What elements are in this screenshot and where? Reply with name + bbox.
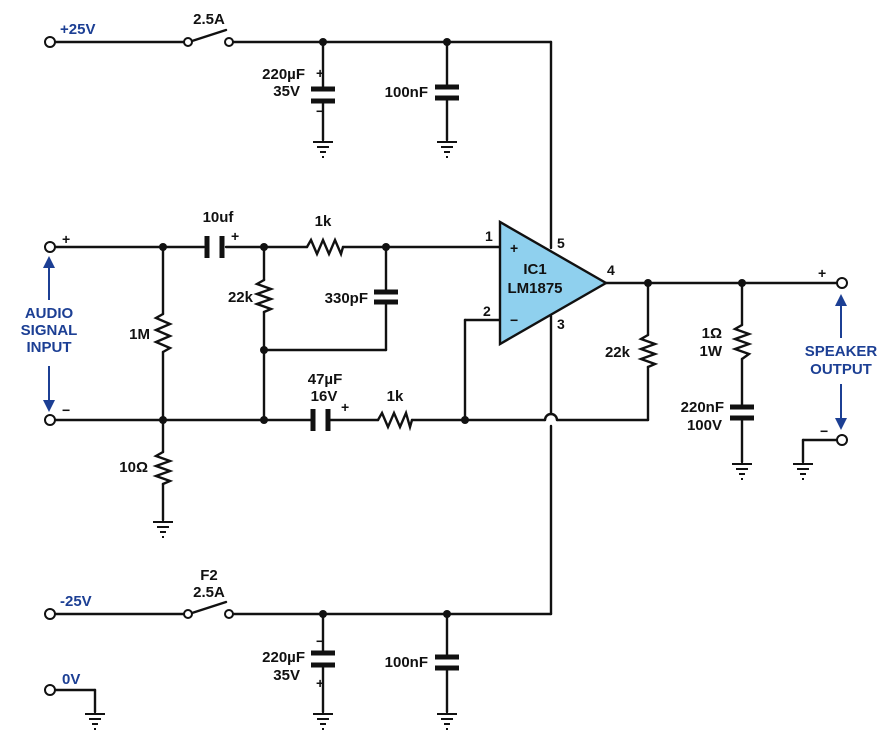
ground-icon (437, 141, 457, 158)
output-label-line1: SPEAKER (805, 343, 878, 360)
output-label-line2: OUTPUT (810, 361, 872, 378)
pin-4-label: 4 (607, 262, 615, 278)
speaker-minus-terminal (836, 434, 848, 446)
ground-icon (437, 713, 457, 730)
fb-cap-value: 47µF (308, 371, 343, 388)
pos-bypass-value: 100nF (385, 84, 428, 101)
pos-bulk-value: 220µF (262, 66, 305, 83)
neg-bulk-plus: + (316, 675, 324, 691)
neg-rail-terminal (44, 608, 56, 620)
ground-icon (153, 521, 173, 538)
ground-icon (793, 463, 813, 480)
neg-rail-label: -25V (60, 593, 92, 610)
output-minus-sign: − (820, 423, 828, 439)
zobel-cap-value: 220nF (681, 399, 724, 416)
input-label-line2: SIGNAL (21, 322, 78, 339)
zobel-res-value: 1Ω (702, 325, 722, 342)
input-minus-terminal (44, 414, 56, 426)
speaker-plus-terminal (836, 277, 848, 289)
pin-1-label: 1 (485, 228, 493, 244)
bias-res-value: 22k (228, 289, 254, 306)
neg-bulk-value: 220µF (262, 649, 305, 666)
neg-bulk-minus: − (316, 633, 324, 649)
labels: +25V 2.5A 220µF 35V + − 100nF 10uf + 1k … (60, 11, 724, 691)
ground-label: 0V (62, 671, 80, 688)
ground-res-value: 10Ω (119, 459, 148, 476)
ic-pins: 1 2 3 4 5 (483, 228, 615, 332)
feedback-res-value: 22k (605, 344, 631, 361)
shunt-res-value: 1M (129, 326, 150, 343)
grounds (85, 141, 813, 730)
ic1-amplifier: IC1 LM1875 + − (498, 219, 609, 347)
capacitors (204, 84, 754, 671)
neg-bulk-voltage: 35V (273, 667, 300, 684)
ground-terminal (44, 684, 56, 696)
fuse-1 (183, 28, 234, 47)
ic-plus-sign: + (510, 240, 518, 256)
ground-icon (313, 141, 333, 158)
input-res-value: 1k (315, 213, 332, 230)
pos-bulk-plus: + (316, 65, 324, 81)
input-cap-plus: + (231, 228, 239, 244)
ground-icon (313, 713, 333, 730)
input-label: + − AUDIO SIGNAL INPUT (21, 231, 78, 418)
fuse1-rating: 2.5A (193, 11, 225, 28)
ic-name: IC1 (523, 261, 546, 278)
neg-bypass-value: 100nF (385, 654, 428, 671)
pos-rail-label: +25V (60, 21, 95, 38)
wires (52, 40, 840, 714)
ground-icon (732, 463, 752, 480)
pos-rail-terminal (44, 36, 56, 48)
input-label-line1: AUDIO (25, 305, 74, 322)
output-plus-sign: + (818, 265, 826, 281)
fuse2-name: F2 (200, 567, 218, 584)
zobel-res-power: 1W (700, 343, 723, 360)
ic-minus-sign: − (510, 312, 518, 328)
fuse-2 (183, 600, 234, 619)
ground-icon (85, 713, 105, 730)
fuse2-rating: 2.5A (193, 584, 225, 601)
pin-3-label: 3 (557, 316, 565, 332)
input-cap-value: 10uf (203, 209, 235, 226)
fb-cap-plus: + (341, 399, 349, 415)
pos-bulk-voltage: 35V (273, 83, 300, 100)
input-minus-sign: − (62, 402, 70, 418)
resistors (152, 236, 753, 486)
output-label: + − SPEAKER OUTPUT (805, 265, 878, 439)
input-label-line3: INPUT (27, 339, 72, 356)
fb-res-value: 1k (387, 388, 404, 405)
fb-cap-voltage: 16V (311, 388, 338, 405)
pin-5-label: 5 (557, 235, 565, 251)
terminals (44, 36, 848, 696)
input-plus-terminal (44, 241, 56, 253)
pos-bulk-minus: − (316, 103, 324, 119)
pin-2-label: 2 (483, 303, 491, 319)
ic-part: LM1875 (507, 280, 562, 297)
zobel-cap-voltage: 100V (687, 417, 722, 434)
junctions (159, 38, 746, 618)
filter-cap-value: 330pF (325, 290, 368, 307)
input-plus-sign: + (62, 231, 70, 247)
